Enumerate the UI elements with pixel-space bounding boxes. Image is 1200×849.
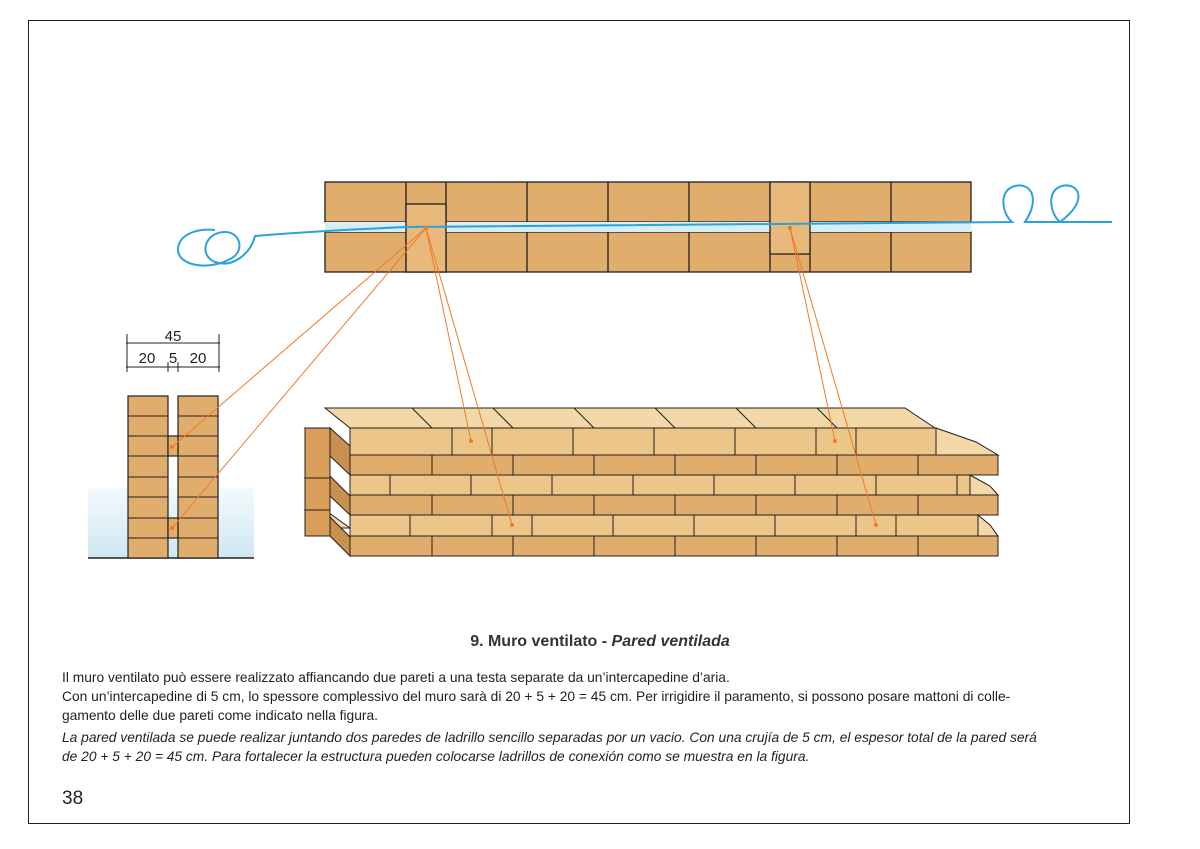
dimension-left: 20 bbox=[139, 350, 156, 367]
paragraph-italian: Il muro ventilato può essere realizzato … bbox=[62, 668, 1132, 725]
air-flow-line bbox=[176, 184, 1112, 267]
leader-points bbox=[170, 225, 878, 530]
paragraph-line: La pared ventilada se puede realizar jun… bbox=[62, 730, 1037, 745]
figure-caption: 9. Muro ventilato - Pared ventilada bbox=[0, 633, 1200, 651]
page-number: 38 bbox=[62, 788, 84, 809]
perspective-wall bbox=[303, 407, 1000, 558]
paragraph-line: gamento delle due pareti come indicato n… bbox=[62, 708, 378, 723]
dimension-total: 45 bbox=[165, 328, 182, 345]
dimension-gap: 5 bbox=[169, 350, 177, 367]
leader-lines bbox=[171, 227, 877, 529]
page-frame bbox=[28, 20, 1130, 824]
paragraph-line: Il muro ventilato può essere realizzato … bbox=[62, 670, 730, 685]
paragraph-line: Con un’intercapedine di 5 cm, lo spessor… bbox=[62, 689, 1011, 704]
caption-title-es: Pared ventilada bbox=[611, 633, 730, 650]
caption-title-it: 9. Muro ventilato - bbox=[470, 633, 612, 650]
paragraph-spanish: La pared ventilada se puede realizar jun… bbox=[62, 728, 1132, 766]
dimension-right: 20 bbox=[190, 350, 207, 367]
paragraph-line: de 20 + 5 + 20 = 45 cm. Para fortalecer … bbox=[62, 749, 810, 764]
